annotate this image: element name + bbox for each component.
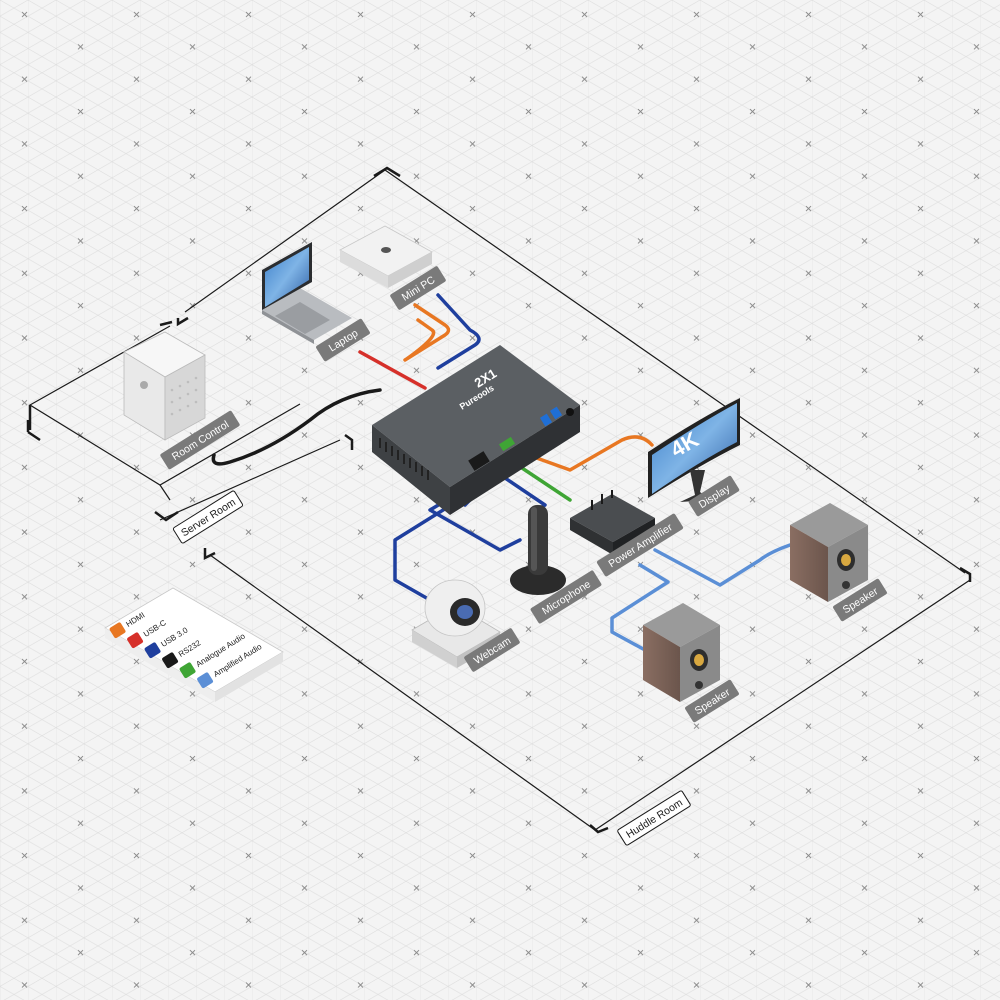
cable-usb3-minipc <box>436 293 481 370</box>
legend-swatch <box>179 662 196 679</box>
legend-swatch <box>127 632 144 649</box>
cable-rs232-room-control <box>211 388 382 466</box>
apple-logo-icon <box>140 381 148 389</box>
cable-usb3-webcam-c <box>393 480 490 602</box>
speaker-1-device <box>790 503 868 602</box>
speaker-2-device <box>643 603 720 702</box>
cable-hdmi-display <box>518 435 654 472</box>
cable-usbc-laptop <box>358 350 427 390</box>
huddle-room-boundary <box>176 166 972 834</box>
mini-pc-device <box>339 225 433 288</box>
server-room-boundary <box>26 320 354 522</box>
apple-logo-icon <box>381 247 391 253</box>
hub-device: 2X1 Pureools <box>372 345 580 515</box>
legend-swatch <box>109 622 126 639</box>
legend-swatch <box>144 642 161 659</box>
room-control-device <box>123 331 206 441</box>
laptop-device <box>262 242 352 344</box>
cable-amp-speaker-2 <box>610 563 670 652</box>
legend-swatch <box>162 652 179 669</box>
microphone-device <box>510 505 566 595</box>
cable-amp-speaker-1 <box>653 543 792 587</box>
cable-hdmi-minipc <box>403 303 451 362</box>
legend-swatch <box>197 672 214 689</box>
